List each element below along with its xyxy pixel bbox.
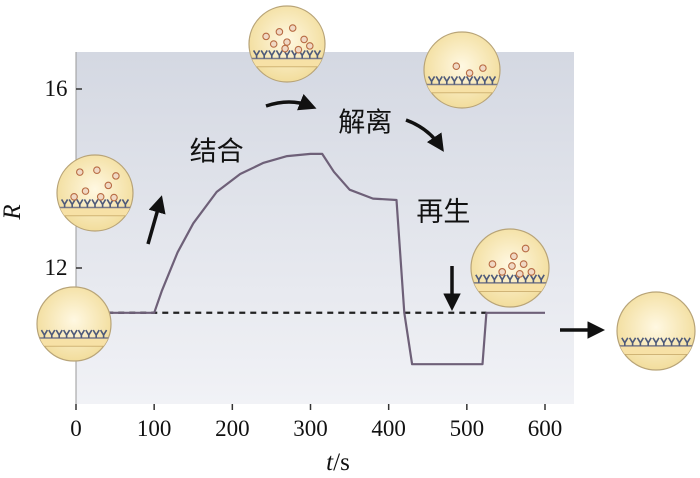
phase-label: 结合: [190, 137, 244, 168]
sensor-binding-icon: [56, 154, 134, 232]
binding-arrow-icon: [146, 195, 166, 245]
x-tick-label: 600: [528, 416, 563, 441]
x-axis-label: t/s: [326, 449, 350, 476]
sensor-final-icon: [616, 291, 696, 371]
x-axis-variable: t: [326, 449, 334, 476]
y-ticks: 12 16: [45, 76, 82, 280]
sensor-regeneration-icon: [470, 228, 550, 308]
sensor-initial-icon: [36, 286, 112, 362]
y-tick-label: 16: [45, 76, 68, 101]
dissociation-down-arrow-icon: [405, 118, 444, 152]
phase-label: 再生: [416, 197, 470, 228]
x-tick-label: 400: [371, 416, 406, 441]
sensor-dissociation-icon: [423, 31, 501, 109]
plot-background: [76, 52, 574, 404]
x-tick-label: 300: [293, 416, 328, 441]
x-ticks: 0 100 200 300 400 500 600: [70, 404, 562, 441]
x-tick-label: 100: [137, 416, 172, 441]
response-curve: [76, 152, 545, 366]
dissociation-curved-arrow-icon: [265, 93, 317, 111]
flow-arrows: [146, 93, 605, 339]
phase-label: 解离: [338, 108, 392, 139]
x-tick-label: 500: [450, 416, 485, 441]
sensor-saturated-icon: [248, 5, 326, 83]
y-tick-label: 12: [45, 255, 68, 280]
x-tick-label: 200: [215, 416, 250, 441]
y-axis-label: R: [0, 204, 26, 220]
x-tick-label: 0: [70, 416, 82, 441]
sensor-surface-illustrations: [36, 5, 696, 371]
x-axis-unit: /s: [333, 449, 350, 476]
